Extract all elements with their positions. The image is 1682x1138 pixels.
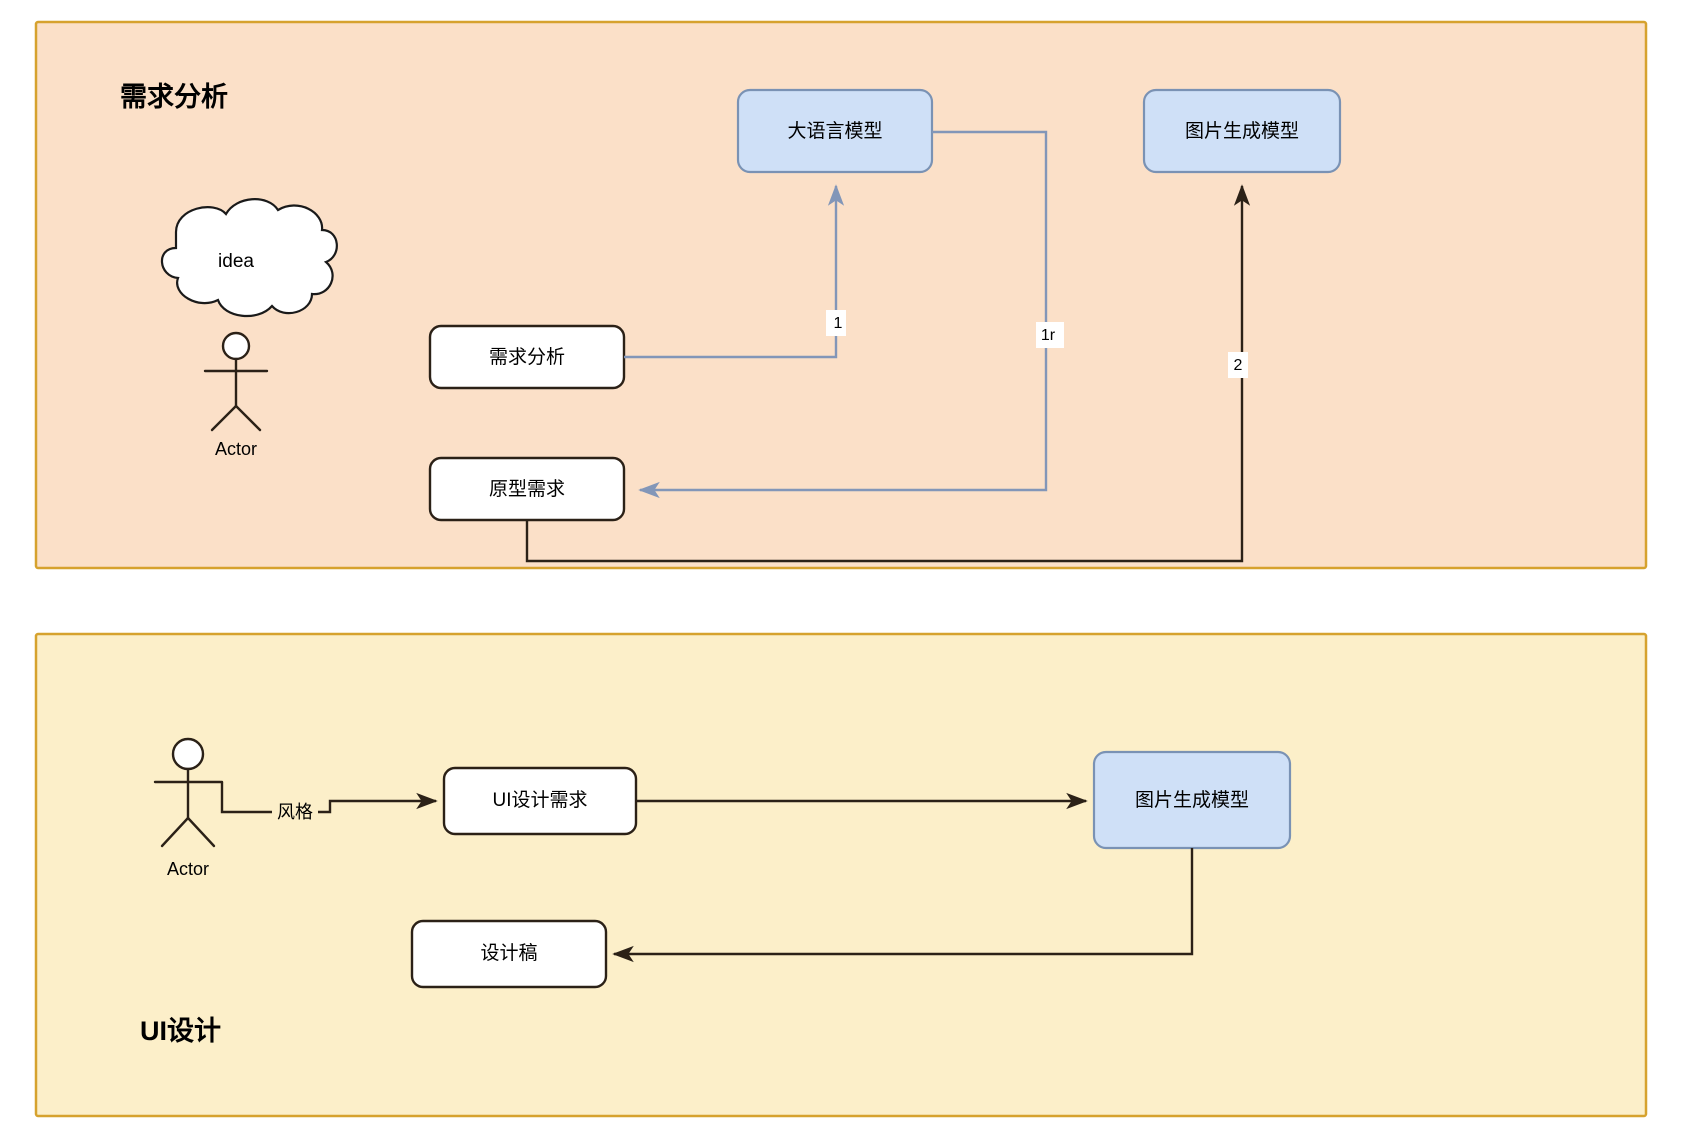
edge-1-label: 1 (834, 315, 843, 332)
node-llm[interactable]: 大语言模型 (736, 88, 934, 174)
actor-label-panel1: Actor (215, 439, 257, 459)
edge-1r-llm-to-proto: 1r (638, 130, 1064, 499)
node-design-draft-box[interactable] (410, 919, 608, 989)
node-image-model-box[interactable] (1142, 88, 1342, 174)
node-image-model-2[interactable]: 图片生成模型 (1092, 750, 1292, 850)
cloud-label-idea: idea (218, 251, 254, 272)
edge-style-actor-to-ui-req: 风格 (220, 782, 438, 826)
actor2-head-icon (171, 737, 205, 771)
actor-leg-right (234, 404, 262, 432)
edge-1r-path (638, 130, 1048, 499)
actor2-leg-left (160, 816, 190, 848)
panel-requirements-analysis: 需求分析 idea Actor 大语言模型 (34, 20, 1648, 570)
node-ui-req-label: UI设计需求 (492, 789, 587, 811)
actor-figure-panel1 (203, 331, 269, 432)
idea-cloud: idea (160, 198, 338, 318)
actor-label-panel2: Actor (167, 859, 209, 879)
panel-title-requirements: 需求分析 (120, 82, 228, 112)
edge-2-label-bg (1228, 352, 1248, 378)
node-image-model[interactable]: 图片生成模型 (1142, 88, 1342, 174)
edge-2-proto-to-image-model: 2 (525, 184, 1251, 563)
node-req-analysis[interactable]: 需求分析 (428, 324, 626, 390)
edge-image-model-to-design-draft (612, 848, 1194, 963)
panel2-background (34, 632, 1648, 1118)
edge-1-req-to-llm: 1 (624, 184, 846, 359)
node-design-draft-label: 设计稿 (480, 942, 537, 964)
cloud-shape (160, 198, 338, 318)
node-image-model-label: 图片生成模型 (1185, 120, 1299, 142)
node-design-draft[interactable]: 设计稿 (410, 919, 608, 989)
actor2-leg-right (186, 816, 216, 848)
node-proto-req[interactable]: 原型需求 (428, 456, 626, 522)
node-image-model-2-label: 图片生成模型 (1135, 789, 1249, 811)
edge-1r-label: 1r (1041, 327, 1056, 344)
edge-1r-label-bg (1036, 322, 1064, 348)
node-req-analysis-label: 需求分析 (489, 346, 565, 368)
node-ui-req[interactable]: UI设计需求 (442, 766, 638, 836)
node-proto-req-label: 原型需求 (489, 478, 565, 500)
edge-2-label: 2 (1234, 357, 1243, 374)
edge-1-label-bg (826, 310, 846, 336)
edge-style-label-bg (272, 800, 318, 826)
edge-style-path (220, 782, 438, 814)
edge-style-label: 风格 (277, 802, 313, 822)
panel-ui-design: UI设计 Actor UI设计需求 图片生成模型 (34, 632, 1648, 1118)
actor-head-icon (221, 331, 251, 361)
edge-out-path (612, 848, 1194, 963)
panel-title-ui-design: UI设计 (140, 1016, 221, 1046)
node-llm-label: 大语言模型 (787, 120, 882, 142)
edge-1-path (624, 184, 845, 359)
actor-leg-left (210, 404, 238, 432)
actor-figure-panel2 (153, 737, 224, 848)
